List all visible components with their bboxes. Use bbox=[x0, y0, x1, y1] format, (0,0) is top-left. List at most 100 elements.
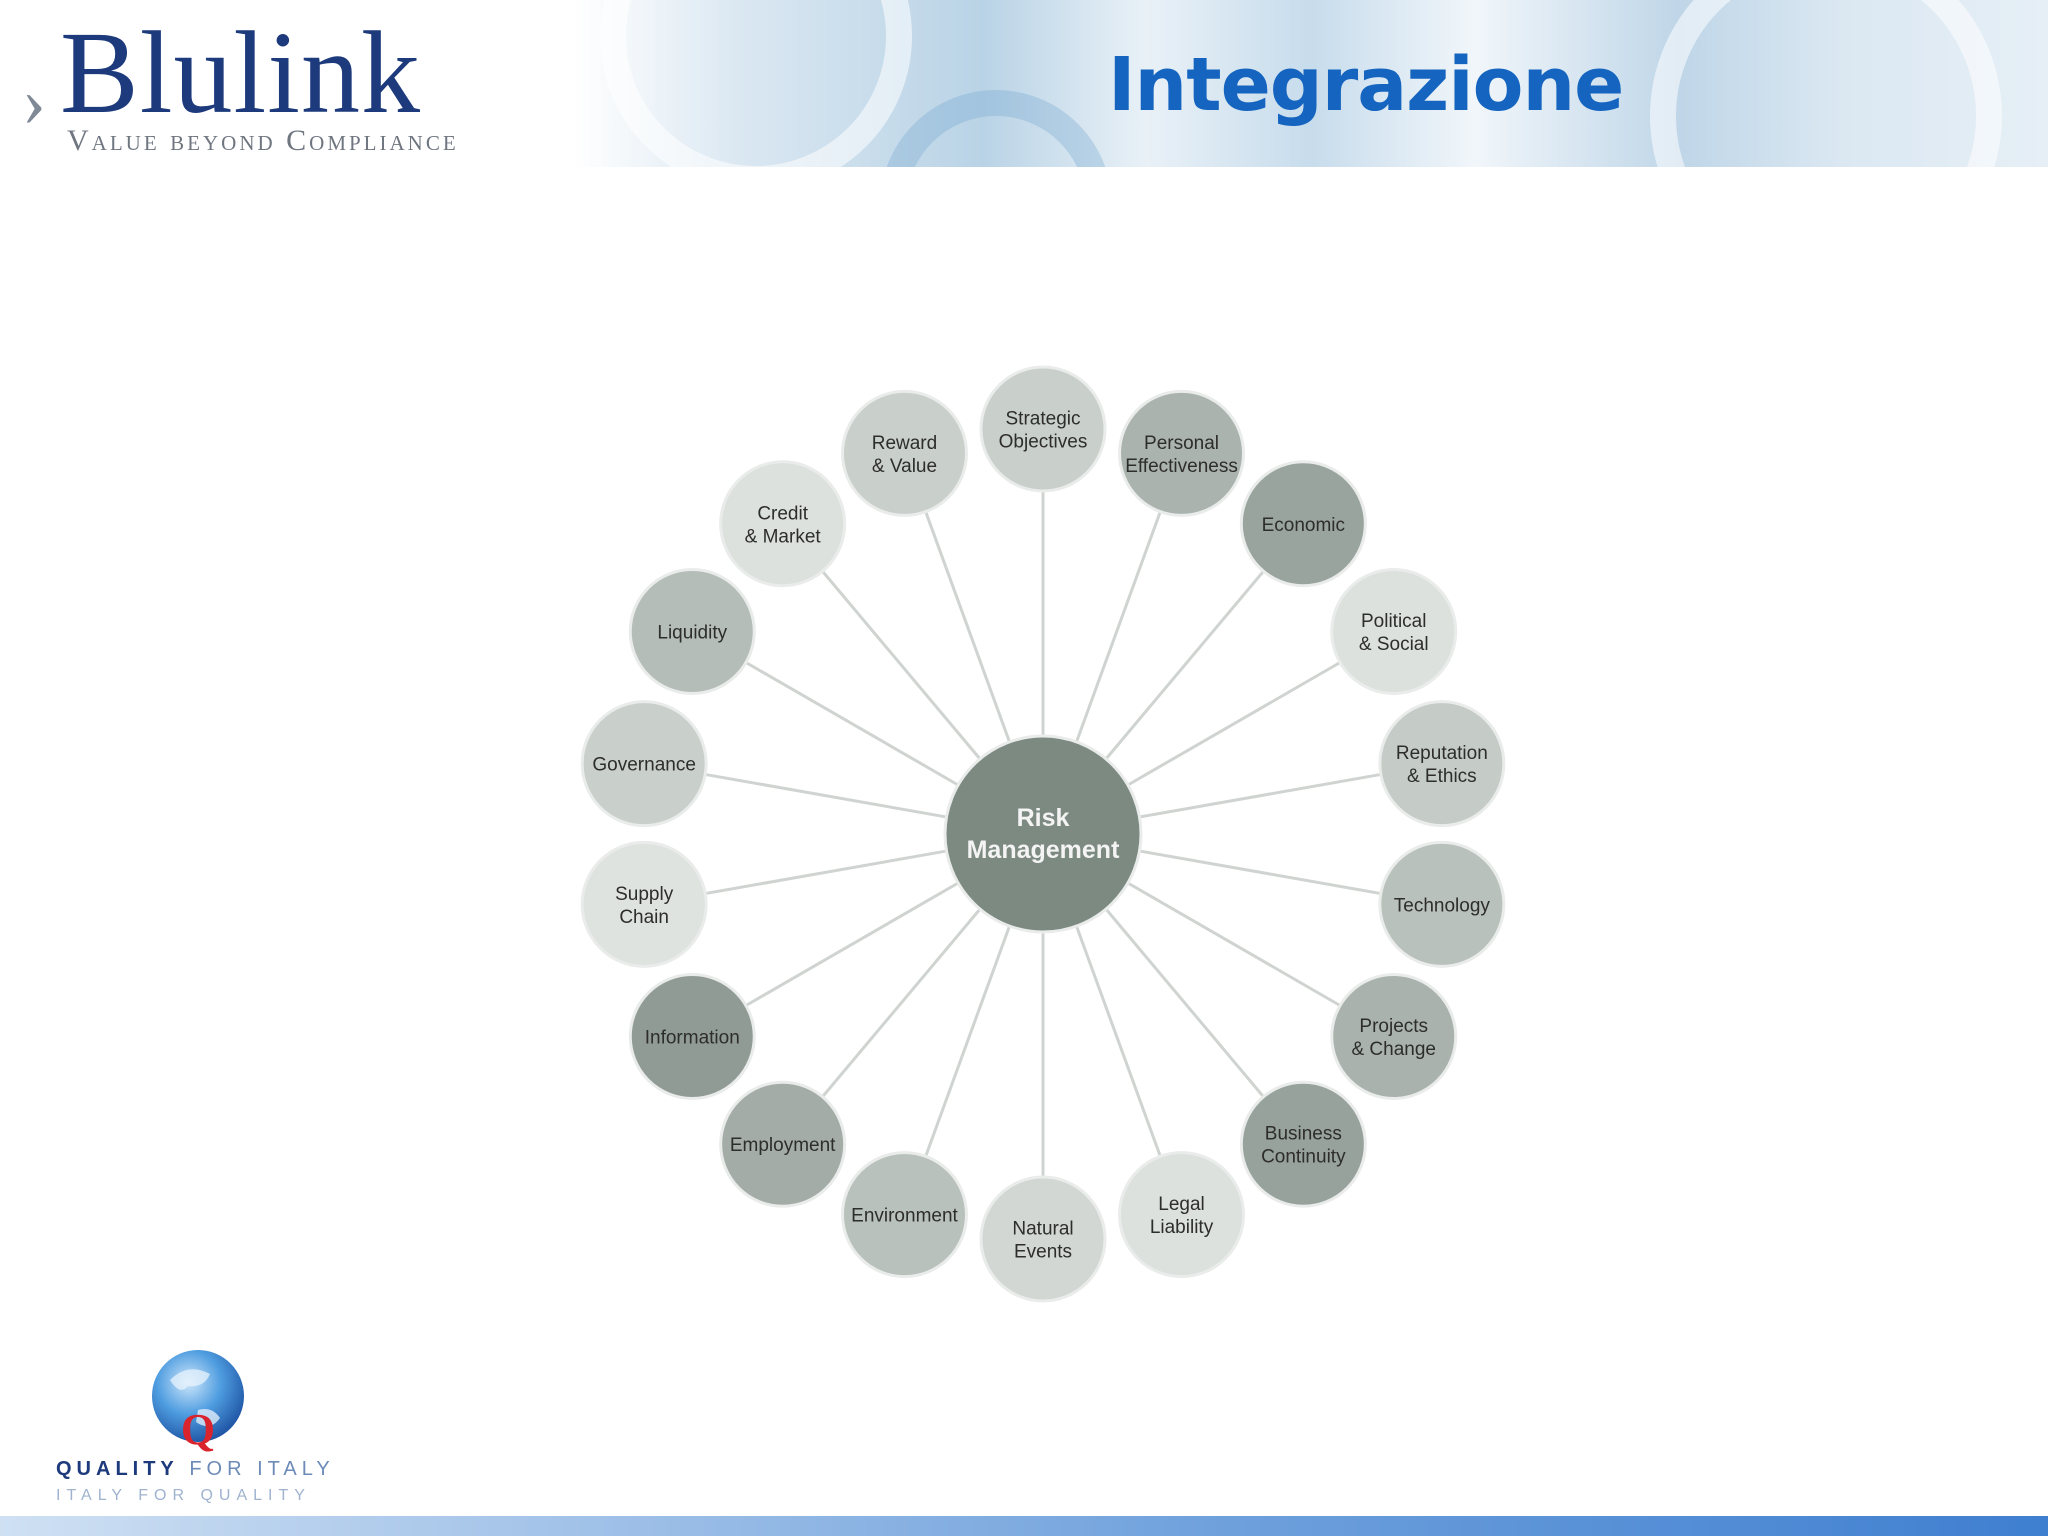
node-circle bbox=[840, 1151, 968, 1279]
blulink-logo: Blulink bbox=[60, 7, 422, 138]
node-employment: Employment bbox=[719, 1080, 847, 1208]
node-circle bbox=[1330, 568, 1458, 695]
node-technology: Technology bbox=[1378, 840, 1506, 968]
node-label: Economic bbox=[1262, 515, 1345, 536]
spoke-projects-and-change bbox=[1123, 879, 1341, 1007]
spoke-political-and-social bbox=[1123, 661, 1341, 789]
node-label: Events bbox=[1014, 1242, 1072, 1263]
spokes bbox=[704, 491, 1382, 1177]
node-circle bbox=[580, 700, 708, 828]
spoke-economic bbox=[1102, 570, 1265, 763]
spoke-business-continuity bbox=[1102, 905, 1265, 1098]
node-circle bbox=[580, 840, 708, 968]
node-liquidity: Liquidity bbox=[628, 568, 756, 695]
node-circle bbox=[1378, 840, 1506, 968]
logo-tagline: Value beyond Compliance bbox=[67, 124, 459, 157]
node-label: Supply bbox=[615, 884, 674, 905]
node-label: Effectiveness bbox=[1125, 456, 1238, 477]
spoke-reputation-and-ethics bbox=[1135, 772, 1382, 820]
node-label: Personal bbox=[1144, 433, 1219, 454]
spoke-personal-effectiveness bbox=[1073, 511, 1162, 747]
node-label: & Change bbox=[1351, 1039, 1436, 1060]
node-label: Strategic bbox=[1006, 409, 1081, 430]
node-label: Reward bbox=[872, 433, 937, 454]
node-circle bbox=[1239, 1080, 1367, 1208]
node-environment: Environment bbox=[840, 1151, 968, 1279]
node-circle bbox=[628, 973, 756, 1100]
node-label: Reputation bbox=[1396, 743, 1488, 764]
slide-title: Integrazione bbox=[1108, 42, 1624, 128]
globe-land-shape bbox=[170, 1369, 220, 1427]
node-credit-and-market: Credit& Market bbox=[719, 460, 847, 588]
spoke-technology bbox=[1135, 848, 1382, 896]
node-reputation-and-ethics: Reputation& Ethics bbox=[1378, 700, 1506, 828]
qfi-line-1: QUALITY FOR ITALY bbox=[56, 1458, 335, 1481]
node-label: Credit bbox=[757, 503, 808, 524]
node-label: & Value bbox=[872, 456, 937, 477]
node-governance: Governance bbox=[580, 700, 708, 828]
node-label: Business bbox=[1265, 1124, 1342, 1145]
node-label: Objectives bbox=[999, 432, 1088, 453]
spoke-supply-chain bbox=[704, 848, 951, 896]
node-circle bbox=[628, 568, 756, 695]
node-circle bbox=[1239, 460, 1367, 588]
node-political-and-social: Political& Social bbox=[1330, 568, 1458, 695]
node-circle bbox=[719, 1080, 847, 1208]
node-circle bbox=[1118, 1151, 1246, 1279]
spoke-reward-and-value bbox=[924, 511, 1013, 747]
spoke-governance bbox=[704, 772, 951, 820]
spoke-employment bbox=[821, 905, 984, 1098]
node-label: Environment bbox=[851, 1206, 958, 1227]
node-label: & Market bbox=[745, 526, 822, 547]
node-economic: Economic bbox=[1239, 460, 1367, 588]
qfi-line-2: ITALY FOR QUALITY bbox=[56, 1487, 311, 1504]
center-circle bbox=[943, 734, 1143, 934]
spoke-information bbox=[745, 879, 963, 1007]
node-label: Liability bbox=[1150, 1217, 1214, 1238]
node-label: Political bbox=[1361, 611, 1426, 632]
qfi-for-italy: FOR ITALY bbox=[178, 1458, 335, 1480]
spoke-liquidity bbox=[745, 661, 963, 789]
spoke-environment bbox=[924, 921, 1013, 1157]
node-circle bbox=[1118, 389, 1246, 517]
node-label: Chain bbox=[619, 907, 669, 928]
node-circle bbox=[840, 389, 968, 517]
node-label: & Ethics bbox=[1407, 766, 1477, 787]
node-label: Governance bbox=[592, 755, 696, 776]
q-letter-icon: Q bbox=[181, 1405, 215, 1454]
node-label: Projects bbox=[1359, 1016, 1428, 1037]
node-label: Liquidity bbox=[657, 623, 727, 644]
node-label: Technology bbox=[1394, 895, 1491, 916]
header-banner: › Blulink Value beyond Compliance Integr… bbox=[0, 0, 2048, 167]
node-label: Information bbox=[645, 1028, 740, 1049]
node-label: Employment bbox=[730, 1135, 836, 1156]
node-projects-and-change: Projects& Change bbox=[1330, 973, 1458, 1100]
spoke-credit-and-market bbox=[821, 570, 984, 763]
node-circle bbox=[719, 460, 847, 588]
node-label: Natural bbox=[1012, 1219, 1073, 1240]
node-label: & Social bbox=[1359, 634, 1429, 655]
node-label: Legal bbox=[1158, 1194, 1205, 1215]
spoke-legal-liability bbox=[1073, 921, 1162, 1157]
logo-chevron-icon: › bbox=[22, 61, 46, 141]
qfi-quality: QUALITY bbox=[56, 1458, 179, 1480]
footer-bar bbox=[0, 1516, 2048, 1536]
globe-icon bbox=[152, 1350, 244, 1442]
node-reward-and-value: Reward& Value bbox=[840, 389, 968, 517]
node-label: Continuity bbox=[1261, 1147, 1346, 1168]
quality-for-italy-logo: Q bbox=[152, 1350, 244, 1454]
node-circle bbox=[1330, 973, 1458, 1100]
node-information: Information bbox=[628, 973, 756, 1100]
node-circle bbox=[979, 365, 1107, 493]
center-label: Management bbox=[967, 836, 1120, 864]
node-circle bbox=[979, 1175, 1107, 1303]
